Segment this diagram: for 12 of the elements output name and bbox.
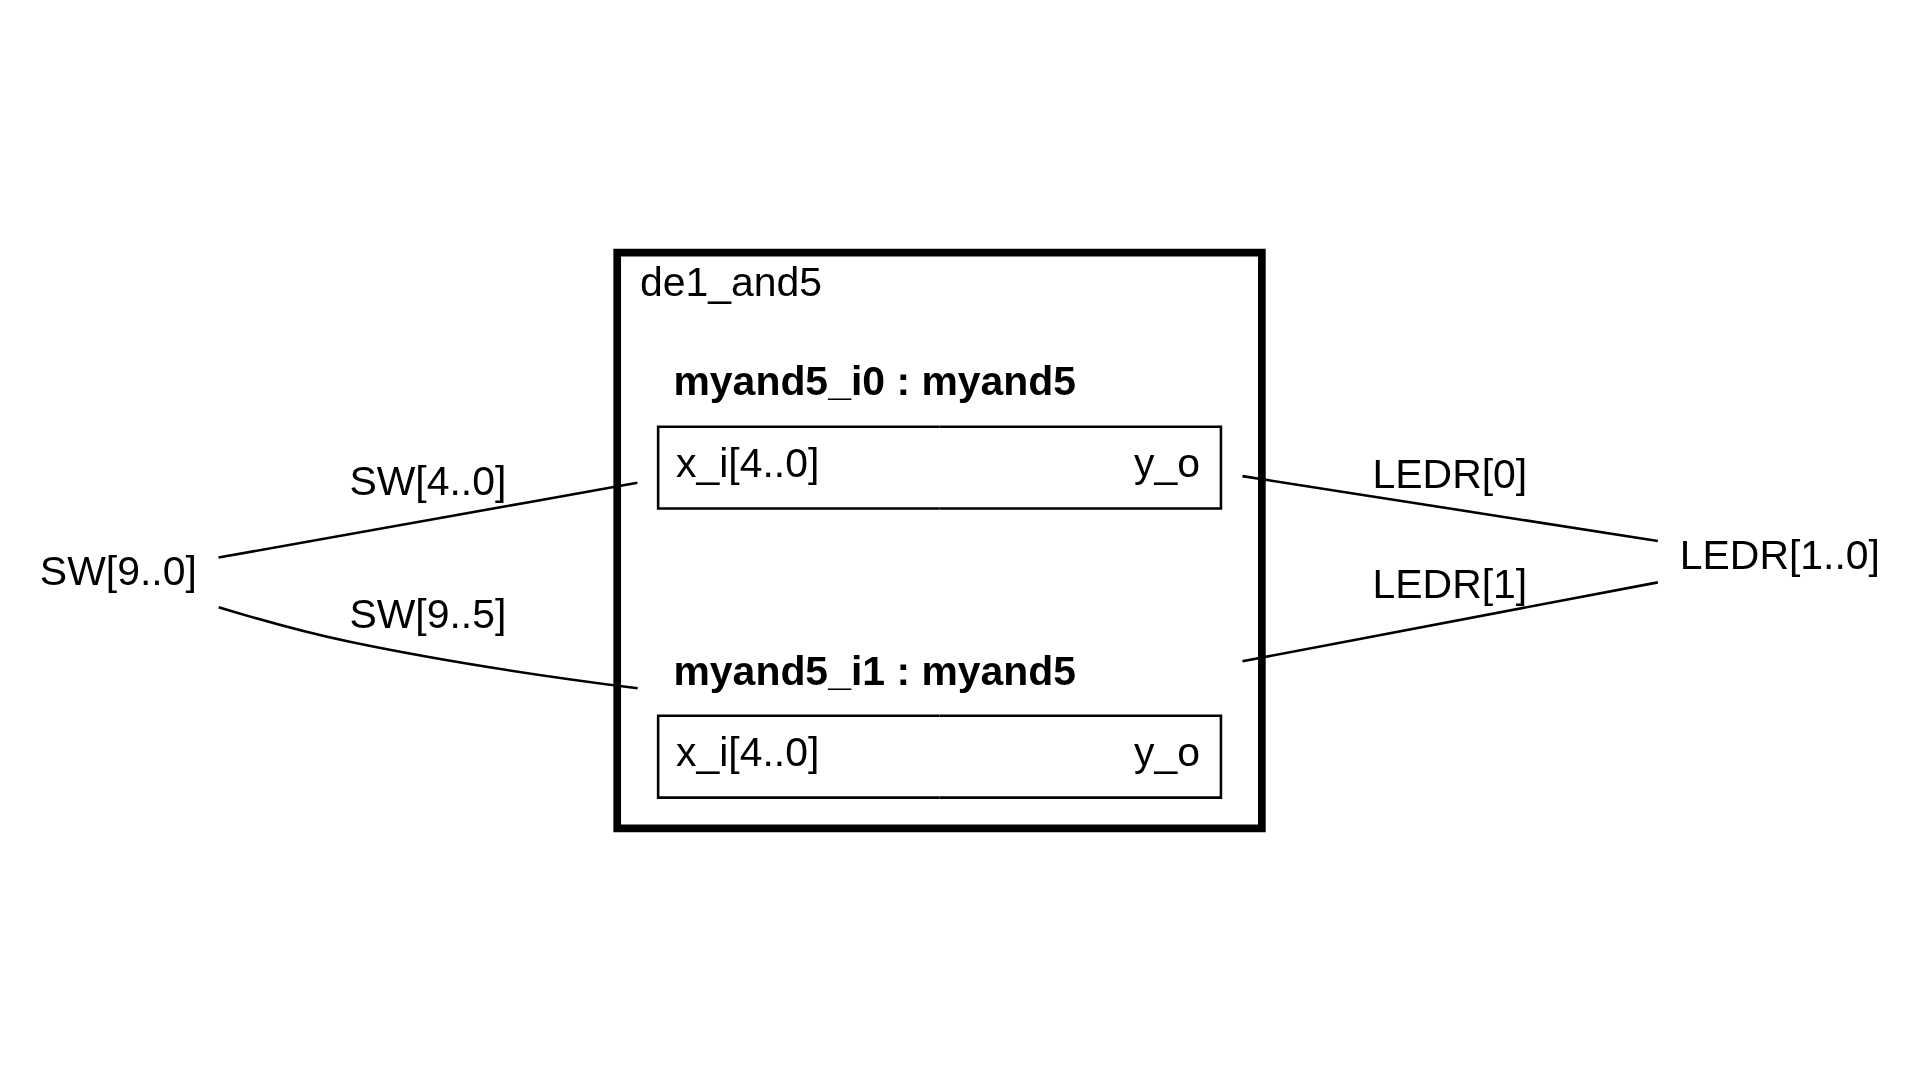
edge-label: SW[9..5]: [349, 590, 507, 637]
edge-label: LEDR[0]: [1372, 450, 1528, 497]
connector: [1242, 474, 1659, 542]
node-text: myand5_i0 : myand5 x_i[4..0] y_o: [673, 357, 1200, 486]
connector: [1242, 580, 1659, 662]
edge-label: SW[4..0]: [349, 457, 507, 504]
node-text: myand5_i1 : myand5 x_i[4..0] y_o: [673, 647, 1200, 775]
connector: [218, 481, 638, 559]
edge-label: LEDR[1]: [1372, 560, 1528, 607]
connector: [218, 605, 638, 690]
node-text: SW[9..0]: [39, 547, 197, 594]
node-text: LEDR[1..0]: [1679, 531, 1880, 578]
